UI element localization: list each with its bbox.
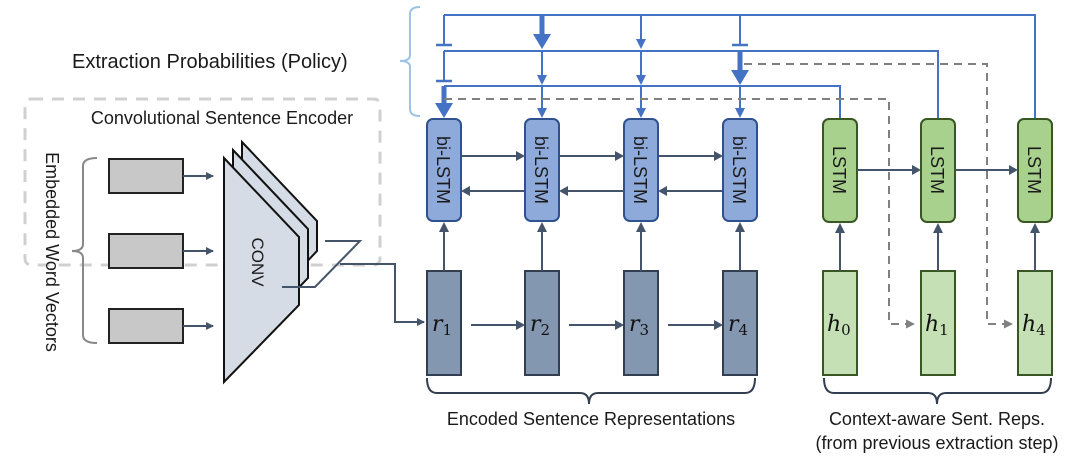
word-vectors xyxy=(108,158,214,344)
rep-sequence-head xyxy=(615,320,624,330)
context-rep: h0 xyxy=(822,223,858,376)
context-lstm-cell: LSTM xyxy=(920,118,1018,223)
word-vector xyxy=(108,158,184,194)
rep-to-bilstm-head xyxy=(735,222,745,232)
policy-row-line xyxy=(444,85,841,119)
context-representations: h0 h1 h4 xyxy=(822,223,1053,376)
policy-normal-head xyxy=(735,108,745,118)
policy-normal-head xyxy=(636,75,646,85)
bilstm-recurrent-arrows xyxy=(461,151,723,196)
rep-to-bilstm-head xyxy=(537,222,547,232)
context-lstm-label: LSTM xyxy=(1024,146,1044,194)
context-lstm-arrow-head xyxy=(912,165,921,175)
policy-row xyxy=(435,85,841,119)
policy-normal-head xyxy=(537,108,547,118)
context-reps-brace xyxy=(823,377,1052,405)
policy-strong-head xyxy=(435,103,453,118)
word-vector xyxy=(108,233,184,269)
sentence-rep-index: 4 xyxy=(739,321,749,339)
policy-normal-head xyxy=(537,75,547,85)
sentence-rep-box xyxy=(524,270,560,376)
forward-arrow-head xyxy=(516,151,525,161)
sentence-rep: r3 xyxy=(623,222,723,376)
context-lstm-label: LSTM xyxy=(829,146,849,194)
bilstm-layer: bi-LSTM bi-LSTM bi-LSTM bi-LSTM xyxy=(426,118,758,222)
context-lstm-box xyxy=(1017,118,1053,223)
conv-block: CONV xyxy=(223,139,363,385)
backward-arrow-head xyxy=(658,186,667,196)
context-reps-label-line2: (from previous extraction step) xyxy=(815,433,1058,453)
policy-row xyxy=(436,14,1036,119)
context-lstm-cell: LSTM xyxy=(822,118,921,223)
word-vectors-brace xyxy=(71,157,98,344)
policy-connections xyxy=(435,14,1036,119)
rep-to-lstm-head xyxy=(1030,223,1040,233)
rep-to-lstm-head xyxy=(933,223,943,233)
bilstm-cell: bi-LSTM xyxy=(524,118,560,222)
bilstm-cell-box xyxy=(623,118,659,222)
sentence-reps-brace xyxy=(426,377,756,405)
backward-arrow-head xyxy=(559,186,568,196)
bilstm-cell-box xyxy=(426,118,462,222)
context-rep-index: 4 xyxy=(1036,321,1046,339)
encoder-title: Convolutional Sentence Encoder xyxy=(91,108,353,128)
policy-normal-head xyxy=(636,108,646,118)
bilstm-cell-label: bi-LSTM xyxy=(433,136,453,204)
context-reps-label-line1: Context-aware Sent. Reps. xyxy=(829,409,1045,429)
sentence-rep: r4 xyxy=(722,222,758,376)
policy-brace xyxy=(399,6,421,117)
policy-row-line xyxy=(444,50,939,119)
policy-normal-head xyxy=(636,39,646,49)
rep-to-lstm-head xyxy=(835,223,845,233)
bilstm-cell: bi-LSTM xyxy=(722,118,758,222)
sentence-rep: r2 xyxy=(524,222,624,376)
sentence-rep-index: 2 xyxy=(541,321,551,339)
policy-title: Extraction Probabilities (Policy) xyxy=(72,51,348,73)
context-rep-index: 0 xyxy=(841,321,851,339)
sentence-rep-index: 3 xyxy=(640,321,650,339)
rep-sequence-head xyxy=(516,320,525,330)
word-vectors-label: Embedded Word Vectors xyxy=(42,152,62,352)
policy-strong-head xyxy=(731,70,749,85)
dashed-path-h4 xyxy=(744,63,1013,329)
encoder-frame xyxy=(23,97,382,267)
conv-filter-front xyxy=(223,155,300,385)
rep-sequence-head xyxy=(714,320,723,330)
context-lstm-layer: LSTM LSTM LSTM xyxy=(822,118,1053,223)
bilstm-cell: bi-LSTM xyxy=(623,118,659,222)
sentence-rep-index: 1 xyxy=(443,321,453,339)
bilstm-cell-label: bi-LSTM xyxy=(729,136,749,204)
context-rep-index: 1 xyxy=(939,321,949,339)
context-rep: h1 xyxy=(920,223,956,376)
word-vector xyxy=(108,308,184,344)
bilstm-cell-label: bi-LSTM xyxy=(630,136,650,204)
context-rep-box xyxy=(822,270,858,376)
rep-to-bilstm-head xyxy=(439,222,449,232)
context-lstm-cell: LSTM xyxy=(1017,118,1053,223)
context-lstm-arrow-head xyxy=(1009,165,1018,175)
context-rep: h4 xyxy=(1017,223,1053,376)
policy-strong-head xyxy=(533,34,551,49)
rep-to-bilstm-head xyxy=(636,222,646,232)
conv-to-r1-arrow xyxy=(340,263,425,326)
bilstm-cell-label: bi-LSTM xyxy=(531,136,551,204)
bilstm-cell-box xyxy=(722,118,758,222)
policy-row xyxy=(436,50,939,119)
sentence-reps-label: Encoded Sentence Representations xyxy=(447,409,735,429)
sentence-rep-box xyxy=(722,270,758,376)
sentence-rep: r1 xyxy=(426,222,525,376)
backward-arrow-head xyxy=(461,186,470,196)
bilstm-cell: bi-LSTM xyxy=(426,118,462,222)
context-rep-box xyxy=(1017,270,1053,376)
conv-label: CONV xyxy=(248,237,267,287)
max-pool-line xyxy=(282,240,363,288)
bilstm-cell-box xyxy=(524,118,560,222)
forward-arrow-head xyxy=(714,151,723,161)
forward-arrow-head xyxy=(615,151,624,161)
context-lstm-label: LSTM xyxy=(927,146,947,194)
